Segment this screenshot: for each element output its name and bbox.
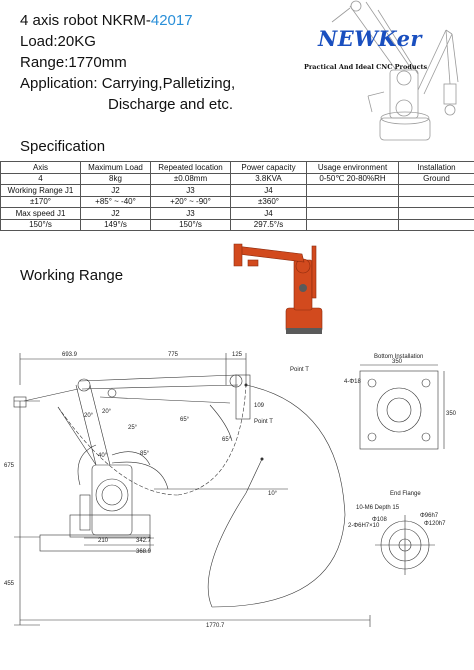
table-cell: 4: [0, 172, 81, 185]
angle-label: 20°: [102, 409, 112, 415]
table-cell: [306, 207, 399, 220]
table-cell: [398, 218, 474, 231]
table-cell: ±360°: [230, 195, 307, 208]
table-cell: +85° ~ -40°: [80, 195, 151, 208]
product-title: 4 axis robot NKRM-42017: [20, 10, 235, 31]
bottom-dim-h: 350: [446, 411, 457, 417]
angle-label: 65°: [180, 417, 190, 423]
table-row: Working Range J1 J2 J3 J4: [0, 184, 474, 197]
bottom-dim-w: 350: [392, 359, 403, 365]
table-cell: J3: [150, 184, 231, 197]
specification-table: Axis Maximum Load Repeated location Powe…: [0, 161, 474, 231]
working-range-drawing: 693.9 775 125 109 675 455 210 342.7 368.…: [4, 352, 457, 629]
specification-title: Specification: [20, 138, 106, 155]
dim-109: 109: [254, 403, 265, 409]
table-cell: Ground: [398, 172, 474, 185]
sketch-robot-image: [331, 0, 459, 141]
table-cell: [306, 218, 399, 231]
angle-label: 85°: [140, 451, 150, 457]
table-row: 4 8kg ±0.08mm 3.8KVA 0-50℃ 20-80%RH Grou…: [0, 172, 474, 185]
range-line: Range:1770mm: [20, 54, 127, 71]
column-header: Axis: [0, 161, 81, 174]
bottom-installation-label: Bottom Installation: [374, 354, 423, 360]
table-header-row: Axis Maximum Load Repeated location Powe…: [0, 161, 474, 174]
table-cell: [306, 195, 399, 208]
table-cell: [306, 184, 399, 197]
table-cell: +20° ~ -90°: [150, 195, 231, 208]
flange-d120: Φ120h7: [424, 521, 446, 527]
column-header: Usage environment: [306, 161, 399, 174]
brand-area: NEWKer Practical And Ideal CNC Products: [288, 0, 474, 160]
table-cell: 150°/s: [150, 218, 231, 231]
angle-label: 40°: [98, 453, 108, 459]
table-cell: 3.8KVA: [230, 172, 307, 185]
table-cell: 150°/s: [0, 218, 81, 231]
table-cell: J4: [230, 207, 307, 220]
angle-label: 25°: [128, 425, 138, 431]
angle-label: 20°: [84, 413, 94, 419]
table-cell: J2: [80, 184, 151, 197]
robot-photo-image: [233, 243, 323, 334]
flange-note-1: 10-M6 Depth 15: [356, 505, 400, 511]
table-cell: [398, 184, 474, 197]
brand-tagline: Practical And Ideal CNC Products: [304, 63, 428, 71]
table-cell: J3: [150, 207, 231, 220]
dim-10-degree: 10°: [268, 491, 278, 497]
table-cell: ±0.08mm: [150, 172, 231, 185]
table-row: ±170° +85° ~ -40° +20° ~ -90° ±360°: [0, 195, 474, 208]
column-header: Maximum Load: [80, 161, 151, 174]
table-row: 150°/s 149°/s 150°/s 297.5°/s: [0, 218, 474, 231]
dim-368: 368.9: [136, 549, 152, 555]
table-cell: 0-50℃ 20-80%RH: [306, 172, 399, 185]
column-header: Installation: [398, 161, 474, 174]
table-row: Max speed J1 J2 J3 J4: [0, 207, 474, 220]
table-cell: [398, 195, 474, 208]
application-line: Application: Carrying,Palletizing,: [20, 75, 236, 92]
table-cell: 8kg: [80, 172, 151, 185]
dim-455: 455: [4, 581, 15, 587]
table-cell: J4: [230, 184, 307, 197]
table-cell: Max speed J1: [0, 207, 81, 220]
table-cell: Working Range J1: [0, 184, 81, 197]
point-t-label-2: Point T: [254, 419, 273, 425]
model-number: 42017: [150, 12, 193, 29]
table-cell: 149°/s: [80, 218, 151, 231]
dim-775: 775: [168, 352, 179, 358]
title-prefix: 4 axis robot NKRM-: [20, 12, 151, 29]
column-header: Repeated location: [150, 161, 231, 174]
product-header: 4 axis robot NKRM-42017 Load:20KG Range:…: [20, 10, 235, 115]
dim-693: 693.9: [62, 352, 78, 358]
dim-342: 342.7: [136, 538, 152, 544]
table-cell: [398, 207, 474, 220]
load-line: Load:20KG: [20, 33, 96, 50]
flange-d96: Φ96h7: [420, 513, 439, 519]
working-range-title: Working Range: [20, 267, 124, 284]
brand-logo: NEWKer: [318, 26, 423, 51]
dim-1770: 1770.7: [206, 623, 225, 629]
dim-125: 125: [232, 352, 243, 358]
application-line-2: Discharge and etc.: [108, 96, 234, 113]
table-cell: J2: [80, 207, 151, 220]
hole-note: 4-Φ18: [344, 379, 361, 385]
flange-d108: Φ108: [372, 517, 387, 523]
dim-210: 210: [98, 538, 109, 544]
table-cell: ±170°: [0, 195, 81, 208]
flange-note-2: 2-Φ6H7×10: [348, 523, 380, 529]
column-header: Power capacity: [230, 161, 307, 174]
angle-label: 65°: [222, 437, 232, 443]
point-t-label: Point T: [290, 367, 309, 373]
table-cell: 297.5°/s: [230, 218, 307, 231]
dim-675: 675: [4, 463, 15, 469]
end-flange-label: End Flange: [390, 491, 421, 497]
